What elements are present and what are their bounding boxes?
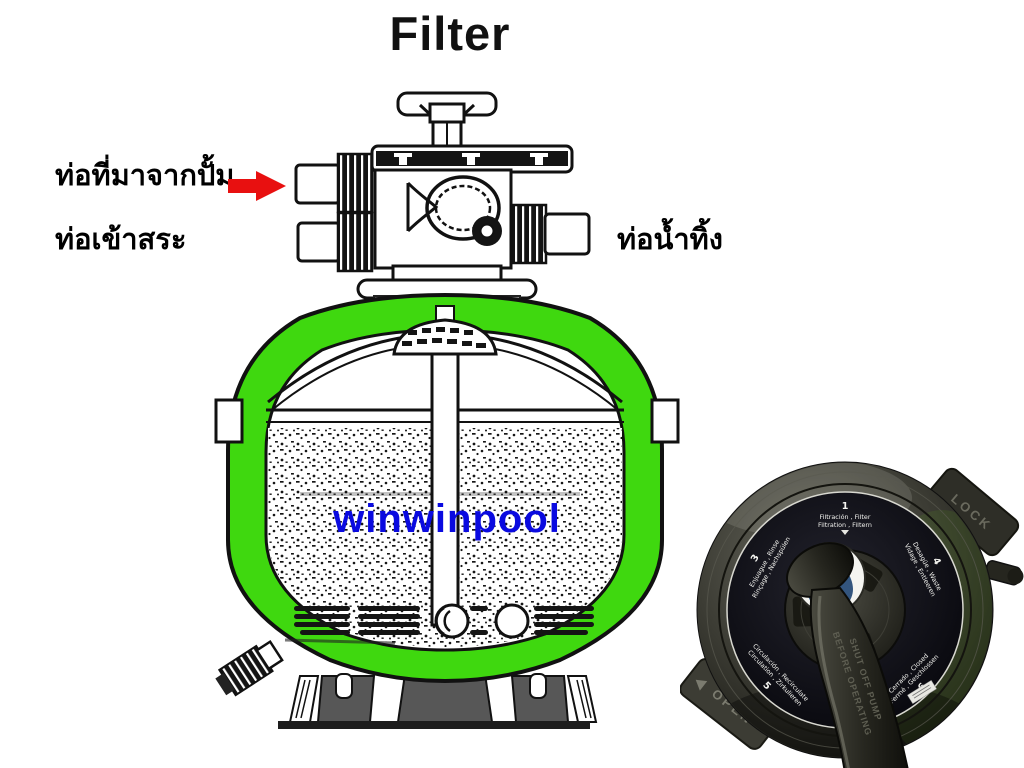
watermark-text: winwinpool	[332, 497, 561, 541]
svg-text:Filtration , Filtern: Filtration , Filtern	[818, 521, 872, 529]
page-title: Filter	[389, 7, 511, 60]
pipe-to-pool	[296, 211, 374, 273]
svg-text:3: 3	[749, 553, 762, 564]
red-arrow-icon	[228, 168, 288, 204]
base-stand	[278, 673, 598, 729]
multiport-valve-drawing	[294, 91, 591, 309]
dial-pointer-mark	[841, 530, 849, 535]
laterals	[294, 603, 594, 639]
label-pipe-to-pool: ท่อเข้าสระ	[55, 222, 187, 256]
label-pipe-waste: ท่อน้ำทิ้ง	[617, 222, 723, 256]
filter-tank: winwinpool	[214, 292, 680, 684]
diffuser	[392, 305, 498, 356]
flange-lug-right	[650, 398, 680, 444]
valve-photo: LOCK OPEN 1 Filtración , Filter Filtrati…	[680, 440, 1024, 768]
svg-text:1: 1	[842, 501, 849, 512]
flange-lug-left	[214, 398, 244, 444]
open-arrow-icon	[695, 679, 708, 691]
filter-diagram: winwinpool	[190, 78, 695, 740]
side-pin	[984, 560, 1024, 586]
pipe-to-waste	[510, 203, 591, 265]
svg-text:4: 4	[930, 556, 943, 567]
dial-position-1: 1 Filtración , Filter Filtration , Filte…	[818, 501, 872, 535]
valve-handle-drawing	[396, 91, 498, 162]
barcode-sticker	[907, 679, 937, 705]
svg-text:Filtración , Filter: Filtración , Filter	[820, 513, 871, 521]
base-plate	[278, 721, 590, 729]
standpipe	[430, 350, 460, 627]
label-pipe-from-pump: ท่อที่มาจากปั้ม	[55, 158, 235, 192]
arrow-shape	[228, 171, 286, 201]
pipe-from-pump	[294, 152, 374, 214]
drain-fitting	[215, 639, 284, 697]
